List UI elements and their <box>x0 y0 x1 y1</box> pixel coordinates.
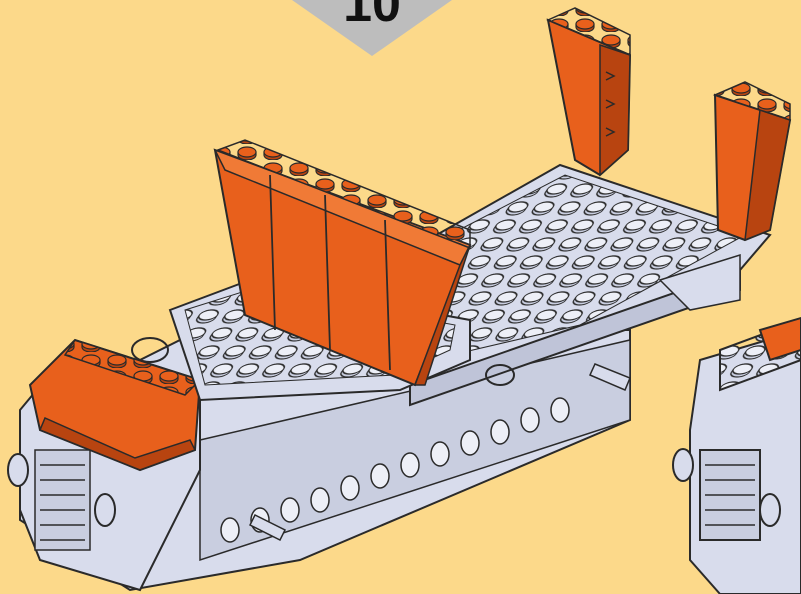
second-vehicle-partial <box>673 318 801 594</box>
step-number: 10 <box>292 0 452 30</box>
orange-slope-back <box>548 8 630 175</box>
orange-slope-right <box>715 82 790 240</box>
